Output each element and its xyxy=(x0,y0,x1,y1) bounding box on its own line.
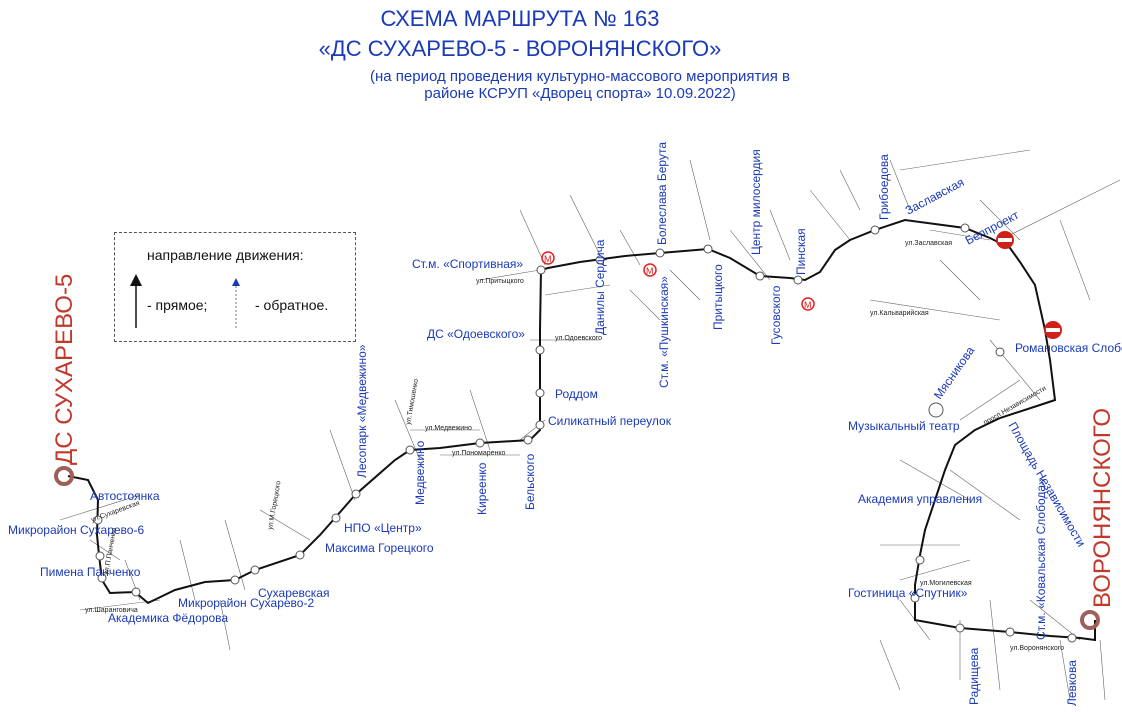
stop-marker xyxy=(331,513,341,523)
stop-marker xyxy=(230,575,240,585)
stop-label: Пинская xyxy=(794,228,808,275)
street-network xyxy=(59,149,1121,701)
terminal-end-label: ВОРОНЯНСКОГО xyxy=(1089,408,1116,608)
stop-label: Гостиница «Спутник» xyxy=(848,586,968,600)
legend-forward-label: - прямое; xyxy=(147,297,208,313)
stop-label: Левкова xyxy=(1065,660,1079,706)
stop-label: Максима Горецкого xyxy=(325,541,434,555)
stop-marker xyxy=(655,248,665,258)
stop-label: Автостоянка xyxy=(90,489,160,503)
terminal-start-label: ДС СУХАРЕВО-5 xyxy=(51,274,78,465)
stop-label: Микрорайон Сухарево-2 xyxy=(178,596,314,610)
stop-label: Силикатный переулок xyxy=(548,414,672,428)
stop-label: Ст.м. «Спортивная» xyxy=(412,257,523,271)
stop-label: Музыкальный театр xyxy=(848,419,960,433)
stop-marker xyxy=(535,388,545,398)
map-subtitle: (на период проведения культурно-массовог… xyxy=(60,68,1100,102)
stop-marker xyxy=(1067,633,1077,643)
street-label: ул.Заславская xyxy=(905,240,952,247)
stop-label: Пимена Панченко xyxy=(40,565,141,579)
stop-marker xyxy=(131,587,141,597)
stop-marker xyxy=(95,551,105,561)
metro-icon xyxy=(643,263,657,277)
legend-reverse-label: - обратное. xyxy=(255,297,329,313)
stop-label: Ст.м. «Пушкинская» xyxy=(657,276,671,388)
stop-marker xyxy=(960,223,970,233)
stop-marker xyxy=(405,445,415,455)
stop-marker xyxy=(523,435,533,445)
stop-label: Академия управления xyxy=(858,492,982,506)
stop-marker xyxy=(995,347,1005,357)
legend-title: направление движения: xyxy=(147,247,304,263)
no-entry-icons xyxy=(996,231,1062,339)
stop-marker xyxy=(1005,627,1015,637)
stop-marker xyxy=(250,565,260,575)
street-label: ул.Воронянского xyxy=(1010,645,1064,652)
stop-label: ДС «Одоевского» xyxy=(427,327,525,341)
legend-box: направление движения: - прямое; - обратн… xyxy=(114,232,356,342)
stop-marker xyxy=(475,438,485,448)
stop-marker xyxy=(595,255,605,265)
stop-marker xyxy=(928,402,944,418)
stop-label: Притыцкого xyxy=(711,264,725,330)
stop-marker xyxy=(97,573,107,583)
stop-marker xyxy=(351,489,361,499)
metro-icon xyxy=(801,297,815,311)
street-label: ул.Притыцкого xyxy=(476,278,524,285)
stop-label: Мясникова xyxy=(931,344,978,402)
metro-icon-label: М xyxy=(804,300,812,310)
route-line xyxy=(67,218,1096,642)
street-label: ул.Одоевского xyxy=(555,335,602,342)
street-label: ул.М.Горецкого xyxy=(267,480,283,530)
metro-markers: М М М xyxy=(541,251,815,311)
street-label: ул.Кальварийская xyxy=(870,309,929,317)
terminal-start-marker[interactable] xyxy=(54,466,74,486)
stop-marker xyxy=(93,515,103,525)
street-label: ул.Шаранговича xyxy=(85,607,138,614)
street-label: ул.Могилевская xyxy=(920,580,972,587)
metro-icon-label: М xyxy=(646,266,654,276)
street-label: ул.Тимошенко xyxy=(405,378,420,425)
stop-label: Бельского xyxy=(523,453,537,510)
stop-label: Данилы Сердича xyxy=(593,239,607,335)
stop-markers xyxy=(93,223,1077,643)
stop-label: Лесопарк «Медвежино» xyxy=(355,344,369,478)
stop-marker xyxy=(703,244,713,254)
metro-icon-label: М xyxy=(544,254,552,264)
terminal-end-marker[interactable] xyxy=(1080,610,1100,630)
stop-marker xyxy=(755,271,765,281)
stop-label: Грибоедова xyxy=(877,154,891,220)
stop-label: Заславская xyxy=(903,175,967,218)
stop-label: НПО «Центр» xyxy=(344,521,422,535)
stop-marker xyxy=(793,275,803,285)
street-label: ул.Пономаренко xyxy=(452,450,506,457)
map-title-line1: СХЕМА МАРШРУТА № 163 xyxy=(380,6,660,31)
stop-label: Центр милосердия xyxy=(749,149,763,255)
stop-label: Радищева xyxy=(967,647,981,705)
stop-label: Микрорайон Сухарево-6 xyxy=(8,523,144,537)
stop-marker xyxy=(955,623,965,633)
map-title-line2: «ДС СУХАРЕВО-5 - ВОРОНЯНСКОГО» xyxy=(318,36,722,61)
stop-label: Сухаревская xyxy=(258,586,329,600)
stop-marker xyxy=(910,593,920,603)
stop-marker xyxy=(535,420,545,430)
stop-label: Болеслава Берута xyxy=(655,142,669,245)
stop-label: Медвежино xyxy=(413,440,427,505)
stop-label: Роддом xyxy=(555,387,598,401)
stop-label: Романовская Слобода xyxy=(1015,341,1122,355)
stop-marker xyxy=(536,265,546,275)
stop-marker xyxy=(870,225,880,235)
stop-label: Академика Фёдорова xyxy=(108,611,228,625)
stop-label: Киреенко xyxy=(475,462,489,515)
stop-marker xyxy=(535,345,545,355)
stop-marker xyxy=(295,550,305,560)
map-subtitle-line1: (на период проведения культурно-массовог… xyxy=(370,68,790,85)
metro-icon xyxy=(541,251,555,265)
stop-marker xyxy=(915,555,925,565)
street-label: ул.Медвежино xyxy=(425,425,472,432)
stop-label: Гусовского xyxy=(769,285,783,345)
stop-label: Ст.м. «Ковальская Слобода» xyxy=(1034,478,1048,640)
map-subtitle-line2: районе КСРУП «Дворец спорта» 10.09.2022) xyxy=(424,85,736,102)
